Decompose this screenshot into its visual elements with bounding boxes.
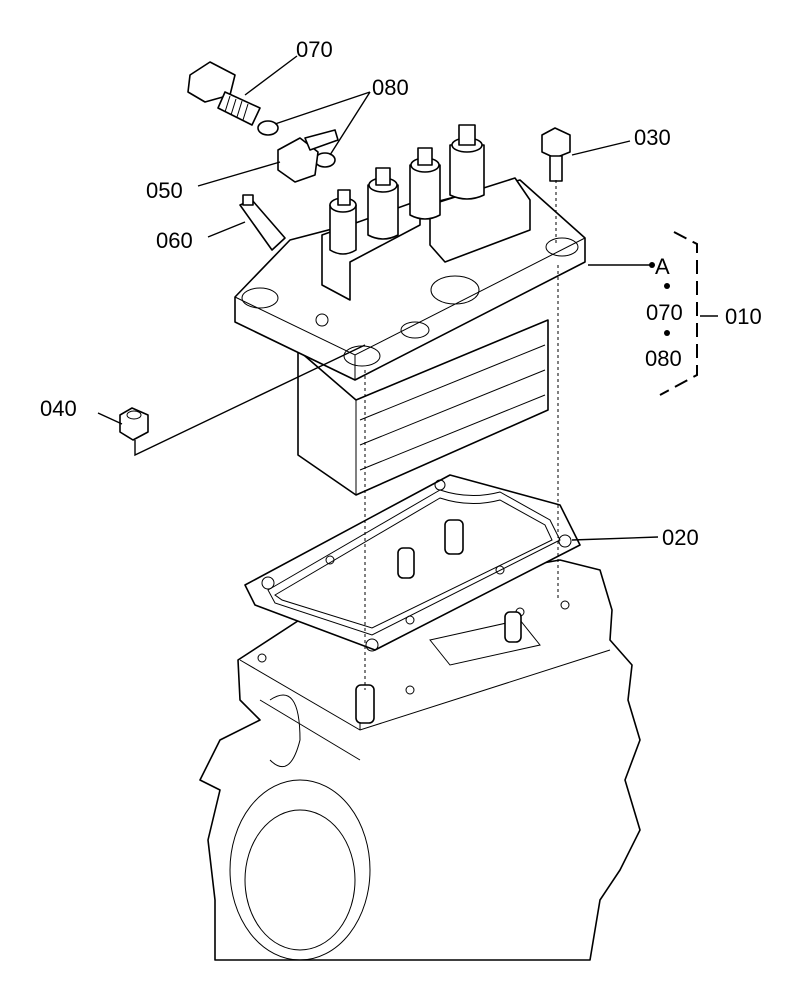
banjo-fitting-050 bbox=[277, 129, 339, 183]
callout-010: 010 bbox=[725, 304, 762, 329]
leader-lines bbox=[97, 55, 718, 541]
washer-080-upper bbox=[257, 120, 279, 136]
delivery-valves bbox=[329, 124, 485, 255]
injection-pump-assembly bbox=[234, 124, 586, 496]
group-marker-a: A bbox=[655, 254, 670, 279]
assembly-line-040 bbox=[134, 344, 366, 457]
callout-030: 030 bbox=[634, 125, 671, 150]
assembly-bracket bbox=[659, 231, 698, 396]
group-item-070: 070 bbox=[646, 300, 683, 325]
engine-block bbox=[199, 559, 641, 961]
callout-050: 050 bbox=[146, 178, 183, 203]
callout-080: 080 bbox=[372, 75, 409, 100]
gasket-020 bbox=[244, 474, 581, 652]
callout-040: 040 bbox=[40, 396, 77, 421]
bolt-070 bbox=[187, 61, 261, 126]
group-item-080: 080 bbox=[645, 346, 682, 371]
callout-060: 060 bbox=[156, 228, 193, 253]
bolt-030 bbox=[541, 127, 571, 182]
callout-020: 020 bbox=[662, 525, 699, 550]
assembly-line-030 bbox=[555, 180, 559, 600]
callout-070: 070 bbox=[296, 37, 333, 62]
nut-040 bbox=[119, 407, 149, 441]
sensor-060 bbox=[239, 194, 286, 251]
